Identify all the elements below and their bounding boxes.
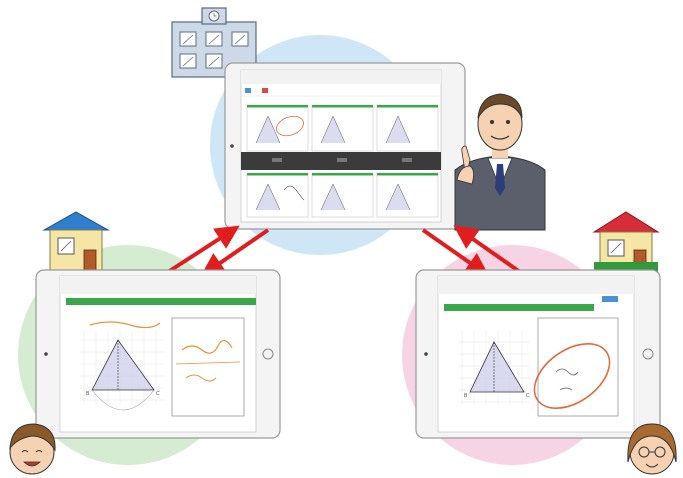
question-banner xyxy=(66,298,256,305)
arrow-left-down xyxy=(200,228,270,277)
teacher-pointing-icon xyxy=(454,93,546,231)
vertex-label: C xyxy=(156,391,160,397)
house-blue-roof-icon xyxy=(42,211,110,273)
triangle-figure xyxy=(469,341,525,393)
question-banner xyxy=(444,304,594,311)
student-boy-icon xyxy=(9,423,56,475)
vertex-label: B xyxy=(86,391,90,397)
student-tile[interactable] xyxy=(311,172,374,218)
student-tile[interactable] xyxy=(311,104,374,152)
toolbar-button-blue[interactable] xyxy=(245,88,251,93)
student-tile[interactable] xyxy=(376,172,439,218)
house-red-roof-icon xyxy=(592,211,660,274)
arrow-right-up xyxy=(453,225,522,274)
answer-box xyxy=(537,317,619,417)
student-tablet-left: B C xyxy=(35,269,281,439)
vertex-label: B xyxy=(464,393,468,399)
arrow-left-up xyxy=(166,225,240,274)
answer-box xyxy=(171,317,245,417)
toolbar-button-blue[interactable] xyxy=(602,296,618,302)
triangle-figure xyxy=(91,339,155,391)
school-building-icon xyxy=(171,7,257,78)
student-tile[interactable] xyxy=(376,104,439,152)
arrow-right-down xyxy=(421,228,490,277)
vertex-label: C xyxy=(526,393,530,399)
student-tile[interactable] xyxy=(246,172,309,218)
student-girl-glasses-icon xyxy=(627,423,677,475)
student-tablet-right: B C xyxy=(415,269,661,439)
teacher-tablet xyxy=(224,62,466,230)
student-tile[interactable] xyxy=(246,104,309,152)
tablet-camera xyxy=(230,144,234,148)
toolbar-button-red[interactable] xyxy=(262,88,268,93)
